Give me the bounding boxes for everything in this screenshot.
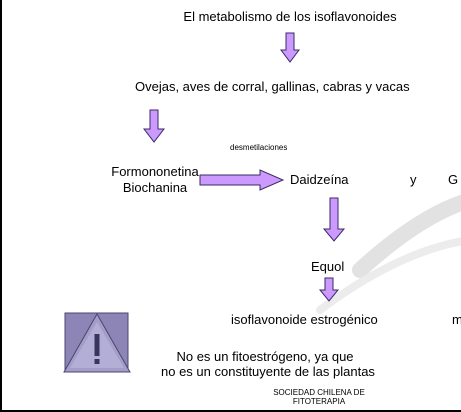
product-conjunction: y: [410, 172, 417, 187]
note-line-1: No es un fitoestrógeno, ya que: [176, 349, 354, 364]
animals-label: Ovejas, aves de corral, gallinas, cabras…: [135, 79, 410, 94]
frame-bottom-border: [0, 410, 461, 412]
diagram-title: El metabolismo de los isoflavonoides: [183, 9, 397, 24]
arrow-right-demethylation: [199, 169, 285, 191]
partial-right-label: m: [452, 312, 461, 327]
swoosh-outer: [352, 194, 461, 278]
arrow-down-2: [142, 109, 166, 143]
warning-exclamation-dot: [94, 359, 100, 364]
footer-line-1: SOCIEDAD CHILENA DE: [273, 388, 365, 397]
arrow-down-4: [318, 277, 340, 302]
footer-line-2: FITOTERAPIA: [292, 396, 346, 406]
equol-label: Equol: [311, 259, 345, 274]
note-line-2: no es un constituyente de las plantas: [161, 364, 375, 379]
demethylation-label: desmetilaciones: [230, 143, 288, 152]
arrow-down-1: [280, 32, 300, 63]
warning-exclamation-bar: [94, 334, 100, 356]
precursor-formononetina: Formononetina: [111, 164, 199, 179]
precursor-biochanina: Biochanina: [122, 180, 188, 195]
frame-left-border: [0, 0, 2, 412]
swoosh-inner: [316, 237, 461, 314]
product-genistein-partial: G: [448, 172, 459, 187]
arrow-down-3: [322, 197, 346, 242]
product-daidzeina: Daidzeína: [290, 172, 349, 187]
footer-credit: SOCIEDAD CHILENA DE FITOTERAPIA: [254, 388, 384, 407]
estrogenic-label: isoflavonoide estrogénico: [231, 312, 378, 327]
